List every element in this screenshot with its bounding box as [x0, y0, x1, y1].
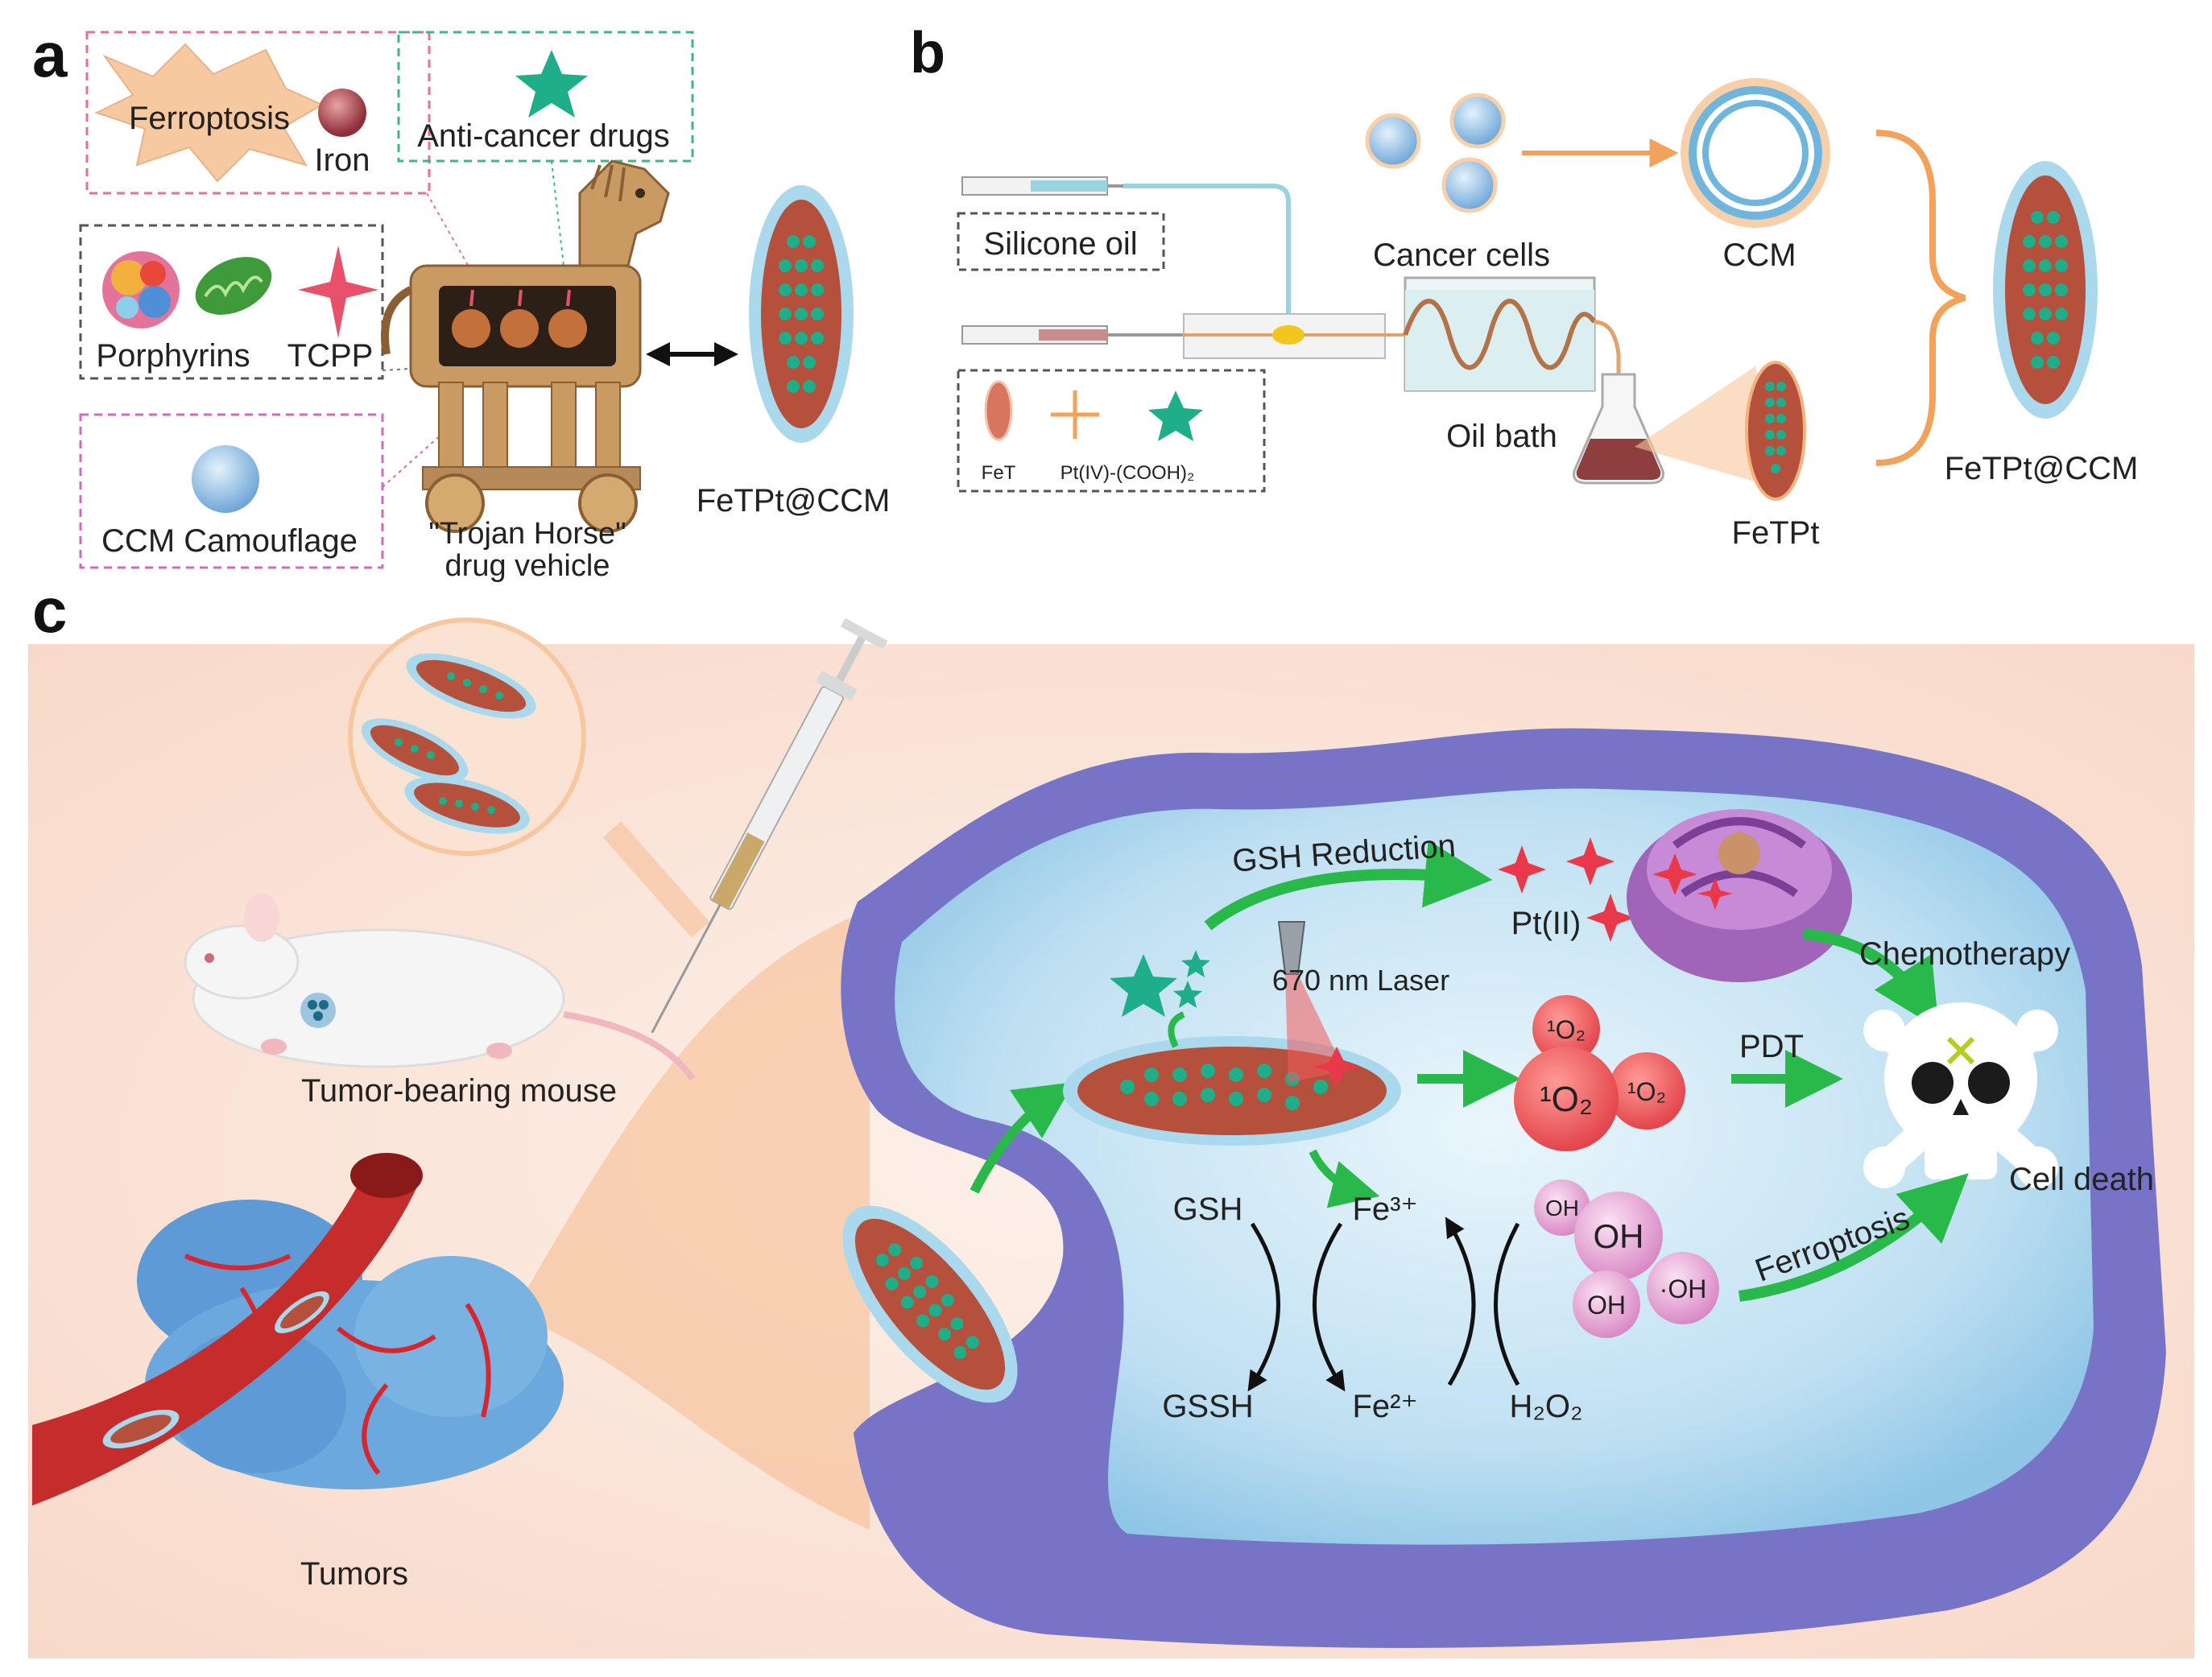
- redox-cycle-arrows: [1247, 1216, 1520, 1392]
- fet-rod-icon: [984, 380, 1013, 441]
- pt-ii-stars: [1498, 837, 1635, 942]
- cancer-cells-label: Cancer cells: [1373, 238, 1550, 273]
- box-leader-lines: [382, 160, 564, 488]
- oh-label-2: OH: [1594, 1217, 1644, 1255]
- ferroptosis-label: Ferroptosis: [129, 101, 290, 136]
- trojan-horse-icon: [381, 159, 670, 533]
- ferroptosis-burst-icon: [94, 43, 325, 183]
- ccm-camouflage-box: CCM Camouflage: [79, 413, 384, 569]
- fetpt-ccm-label-a: FeTPt@CCM: [697, 483, 891, 518]
- particle-stars-a: [779, 235, 824, 393]
- zoom-cone-c: [527, 910, 870, 1530]
- hydroxyl-radical-spheres: [1534, 1179, 1719, 1338]
- merge-brace: [1875, 130, 1966, 466]
- h2o2-label: H₂O₂: [1509, 1389, 1582, 1424]
- ccm-label: CCM: [1722, 238, 1796, 273]
- oh-label-3: OH: [1587, 1291, 1626, 1320]
- tumor-mouse-label: Tumor-bearing mouse: [301, 1073, 617, 1109]
- drug-star-icon: [515, 50, 588, 118]
- singlet-oxygen-label-1: ¹O₂: [1547, 1015, 1586, 1044]
- tcpp-label: TCPP: [287, 338, 374, 374]
- panel-label-a: a: [32, 19, 68, 90]
- panel-label-c: c: [32, 575, 67, 646]
- silicone-oil-syringe: [961, 176, 1291, 314]
- fetpt-ccm-particle-b: [1993, 161, 2098, 419]
- ccm-camouflage-label: CCM Camouflage: [101, 523, 358, 559]
- porphyrin-box: Porphyrins TCPP: [79, 224, 384, 380]
- oil-bath-icon: [1403, 276, 1621, 392]
- cytoplasm: [895, 788, 2094, 1545]
- ccm-ring-icon: [1681, 78, 1830, 228]
- iron-icon: [318, 89, 366, 137]
- laser-icon: [1277, 921, 1361, 1087]
- cancer-cells-icon: [1365, 93, 1506, 213]
- fe3-release-arrow: [1309, 1149, 1380, 1208]
- ferroptosis-arrow: [1739, 1173, 1969, 1302]
- anticancer-label: Anti-cancer drugs: [417, 118, 669, 154]
- oh-label-4: ·OH: [1660, 1274, 1707, 1303]
- tcpp-star-icon: [298, 246, 378, 338]
- ferroptosis-box: Ferroptosis Iron: [85, 31, 431, 195]
- pdt-label: PDT: [1739, 1029, 1804, 1064]
- porphyrins-label: Porphyrins: [96, 338, 250, 374]
- fet-syringe: [961, 325, 1184, 345]
- plus-icon: [1051, 390, 1099, 439]
- chemotherapy-arrow: [1803, 928, 1939, 1030]
- chemotherapy-label: Chemotherapy: [1859, 936, 2070, 972]
- silicone-oil-box: [957, 212, 1165, 271]
- singlet-oxygen-spheres: [1514, 995, 1685, 1151]
- iron-label: Iron: [315, 143, 370, 178]
- fetpt-ccm-label-b: FeTPt@CCM: [1945, 451, 2139, 486]
- fet-label: FeT: [982, 462, 1016, 484]
- skull-crossbones-icon: [1863, 1002, 2058, 1188]
- singlet-oxygen-label-3: ¹O₂: [1627, 1077, 1666, 1106]
- pt-ii-label: Pt(II): [1511, 906, 1581, 941]
- gsh-label: GSH: [1173, 1192, 1243, 1227]
- silicone-oil-label: Silicone oil: [983, 226, 1137, 262]
- oh-label-1: OH: [1545, 1196, 1579, 1221]
- cell-death-label: Cell death: [2009, 1162, 2154, 1197]
- laser-label: 670 nm Laser: [1272, 964, 1449, 997]
- fe2-label: Fe²⁺: [1352, 1389, 1417, 1424]
- pt-star-icon: [1148, 390, 1203, 441]
- panel-label-b: b: [910, 21, 945, 85]
- microfluidic-chip: [1183, 313, 1405, 359]
- precursor-box: [957, 369, 1266, 493]
- mitochondria-icon: [195, 257, 272, 315]
- entering-particle: [842, 1205, 1018, 1403]
- singlet-oxygen-label-2: ¹O₂: [1540, 1080, 1593, 1119]
- oil-bath-label: Oil bath: [1446, 419, 1557, 454]
- fetpt-particle-b: [1745, 361, 1806, 501]
- drug-release-arrow: [1168, 1011, 1185, 1048]
- fe3-label: Fe³⁺: [1352, 1192, 1417, 1227]
- central-particle: [1063, 1036, 1401, 1146]
- tumors-label: Tumors: [300, 1556, 408, 1592]
- syringe-icon: [651, 618, 888, 1034]
- uptake-arrow: [970, 1082, 1074, 1194]
- porphyrin-icon: [102, 251, 180, 328]
- mitochondria-cristae-icon: [204, 275, 263, 298]
- gsh-reduction-arrow: [1204, 840, 1493, 931]
- fetpt-label: FeTPt: [1732, 515, 1820, 551]
- trojan-horse-label-1: "Trojan Horse": [428, 517, 626, 551]
- anticancer-drug-box: Anti-cancer drugs: [397, 31, 694, 163]
- mouse-icon: [184, 894, 696, 1081]
- gssh-label: GSSH: [1162, 1389, 1253, 1424]
- blood-vessel-icon: [32, 1153, 423, 1506]
- camouflage-cell-icon: [192, 445, 259, 513]
- fetpt-ccm-particle-a: [749, 185, 854, 443]
- nucleus-icon: [1627, 809, 1852, 982]
- trojan-horse-label-2: drug vehicle: [445, 549, 610, 583]
- magnified-particle: [404, 776, 530, 834]
- released-drug-stars: [1110, 950, 1210, 1017]
- injection-magnifier: [348, 618, 710, 938]
- flask-icon: [1573, 373, 1664, 485]
- pt-cooh-label: Pt(IV)-(COOH)₂: [1061, 462, 1195, 484]
